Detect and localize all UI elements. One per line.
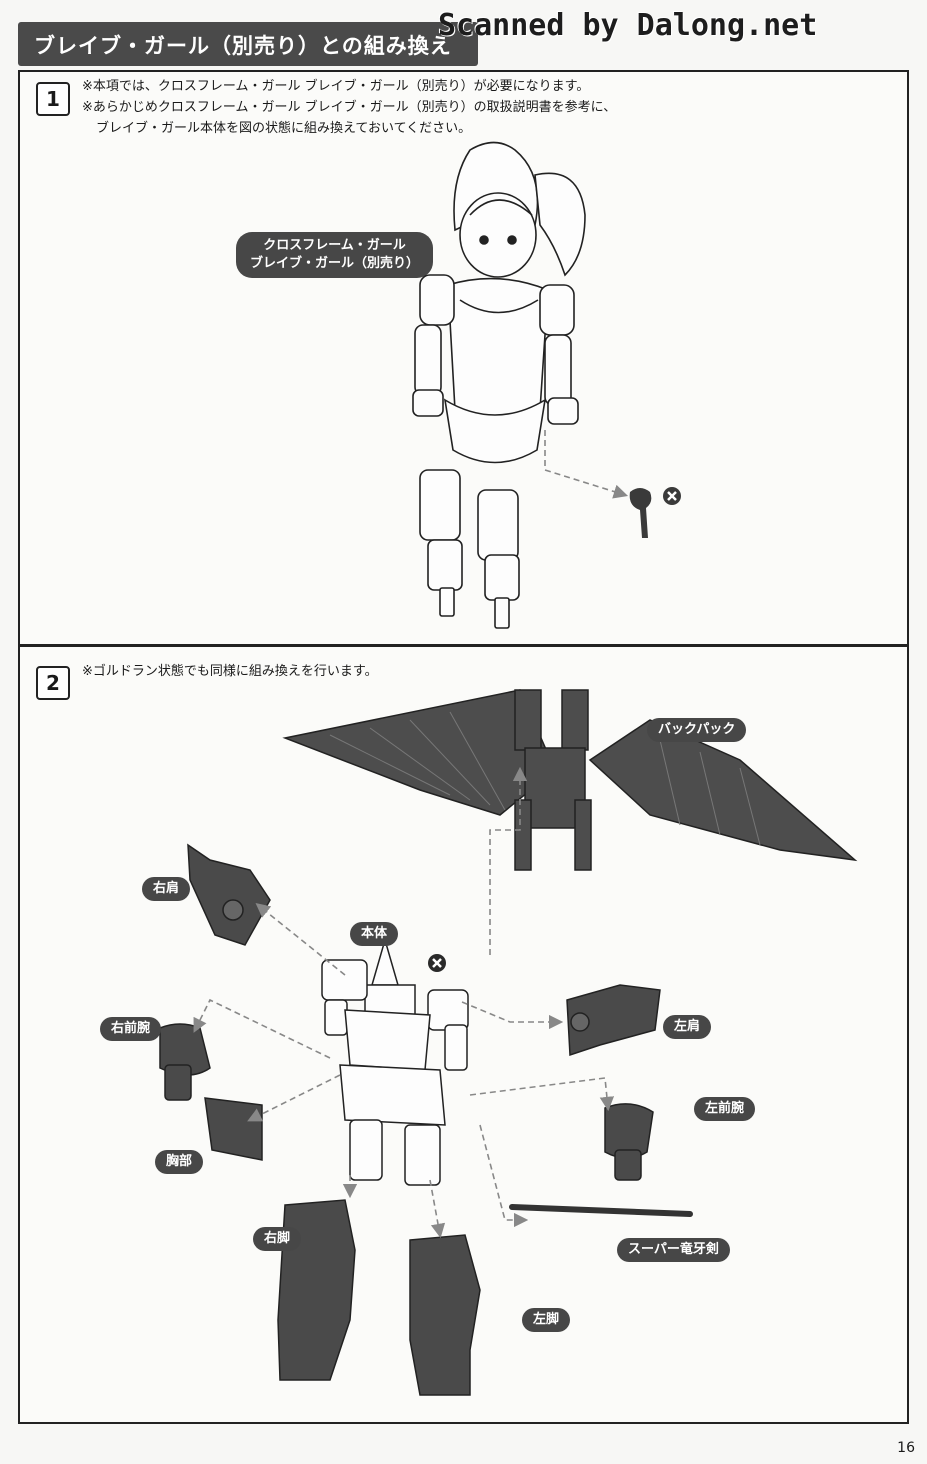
left-shoulder-part (566, 984, 661, 1057)
right-shoulder-part (187, 843, 271, 946)
step-1-note-2: ※あらかじめクロスフレーム・ガール ブレイブ・ガール（別売り）の取扱説明書を参考… (82, 100, 617, 115)
left-forearm-part (604, 1103, 654, 1181)
step-1-note-1: ※本項では、クロスフレーム・ガール ブレイブ・ガール（別売り）が必要になります。 (82, 79, 590, 94)
label-left-leg: 左脚 (522, 1308, 571, 1332)
page-number: 16 (897, 1440, 915, 1456)
brave-girl-label-line-1: クロスフレーム・ガール (263, 238, 406, 253)
label-left-shoulder: 左肩 (663, 1015, 712, 1039)
step-2-note: ※ゴルドラン状態でも同様に組み換えを行います。 (82, 664, 378, 679)
label-right-leg: 右脚 (253, 1227, 302, 1251)
label-left-forearm: 左前腕 (694, 1097, 756, 1121)
brave-girl-figure (412, 141, 586, 629)
sword-part (509, 1204, 693, 1217)
backpack-part (282, 689, 858, 871)
step-2-number: 2 (36, 666, 70, 700)
step-1-note-3: ブレイブ・ガール本体を図の状態に組み換えておいてください。 (96, 121, 472, 136)
scan-watermark: Scanned by Dalong.net (438, 8, 818, 43)
left-leg-part (409, 1234, 481, 1396)
chest-part (204, 1097, 263, 1161)
label-sword: スーパー竜牙剣 (617, 1238, 730, 1262)
brave-girl-label-line-2: ブレイブ・ガール（別売り） (250, 256, 420, 271)
section-title: ブレイブ・ガール（別売り）との組み換え (34, 34, 452, 58)
label-right-forearm: 右前腕 (100, 1017, 162, 1041)
step-1-number: 1 (36, 82, 70, 116)
label-chest: 胸部 (155, 1150, 204, 1174)
section-header-bar (18, 22, 478, 66)
label-body: 本体 (350, 922, 399, 946)
right-forearm-part (159, 1023, 211, 1101)
remove-x-icon (667, 491, 677, 501)
brave-girl-label: クロスフレーム・ガール ブレイブ・ガール（別売り） (236, 232, 434, 278)
main-body-part (321, 937, 469, 1186)
label-right-shoulder: 右肩 (142, 877, 191, 901)
body-remove-x-icon (428, 954, 446, 972)
label-backpack: バックパック (647, 718, 747, 742)
